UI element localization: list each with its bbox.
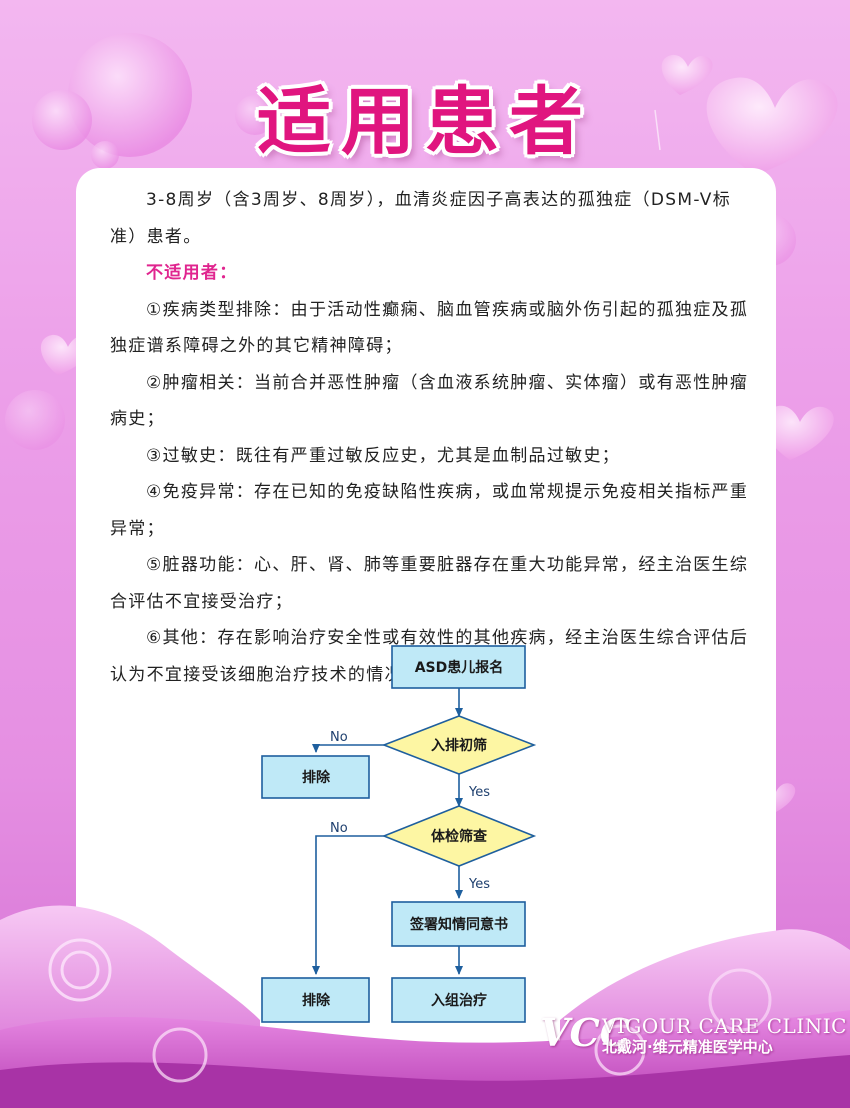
exclusion-item: ①疾病类型排除：由于活动性癫痫、脑血管疾病或脑外伤引起的孤独症及孤独症谱系障碍之… xyxy=(110,299,749,357)
bottom-cloud-decoration xyxy=(0,905,850,1108)
flow-exclude1-label: 排除 xyxy=(302,769,331,786)
flow-enroll-label: 入组治疗 xyxy=(431,992,487,1009)
exclusion-item: ③过敏史：既往有严重过敏反应史，尤其是血制品过敏史； xyxy=(146,445,621,466)
flow-enroll-box xyxy=(391,977,526,1023)
flow-decision-physical-exam xyxy=(381,805,537,867)
logo-english-name: VIGOUR CARE CLINIC xyxy=(602,1014,847,1038)
exclusion-item: ②肿瘤相关：当前合并恶性肿瘤（含血液系统肿瘤、实体瘤）或有恶性肿瘤病史； xyxy=(110,372,749,430)
exclusion-heading: 不适用者： xyxy=(146,263,238,283)
exclusion-item: ⑤脏器功能：心、肝、肾、肺等重要脏器存在重大功能异常，经主治医生综合评估不宜接受… xyxy=(110,555,749,612)
logo-chinese-name: 北戴河·维元精准医学中心 xyxy=(602,1038,773,1056)
flow-exclude-box xyxy=(261,755,370,799)
flow-decision2-label: 体检筛查 xyxy=(431,828,488,845)
flow-no-label: No xyxy=(330,730,348,745)
flow-decision1-label: 入排初筛 xyxy=(431,737,487,754)
page-title: 适用患者 xyxy=(257,79,593,165)
flow-yes-label: Yes xyxy=(468,877,490,892)
flow-exclude2-label: 排除 xyxy=(302,992,331,1009)
exclusion-item: ④免疫异常：存在已知的免疫缺陷性疾病，或血常规提示免疫相关指标严重异常； xyxy=(110,482,749,539)
flow-start-label: ASD患儿报名 xyxy=(415,659,504,676)
flow-no-label: No xyxy=(330,821,348,836)
flow-start-box xyxy=(391,645,526,689)
flow-exclude-box xyxy=(261,977,370,1023)
logo-mark: VCC xyxy=(540,1010,630,1055)
flow-yes-label: Yes xyxy=(468,785,490,800)
flow-consent-box xyxy=(391,901,526,947)
clinic-logo: VCC VIGOUR CARE CLINIC 北戴河·维元精准医学中心 xyxy=(540,1010,846,1058)
content-text: 3-8周岁（含3周岁、8周岁），血清炎症因子高表达的孤独症（DSM-V标准）患者… xyxy=(110,182,750,693)
flow-decision-initial-screening xyxy=(381,715,537,775)
intro-paragraph: 3-8周岁（含3周岁、8周岁），血清炎症因子高表达的孤独症（DSM-V标准）患者… xyxy=(110,190,732,247)
flow-consent-label: 签署知情同意书 xyxy=(409,916,508,933)
exclusion-item: ⑥其他：存在影响治疗安全性或有效性的其他疾病，经主治医生综合评估后认为不宜接受该… xyxy=(110,628,749,685)
